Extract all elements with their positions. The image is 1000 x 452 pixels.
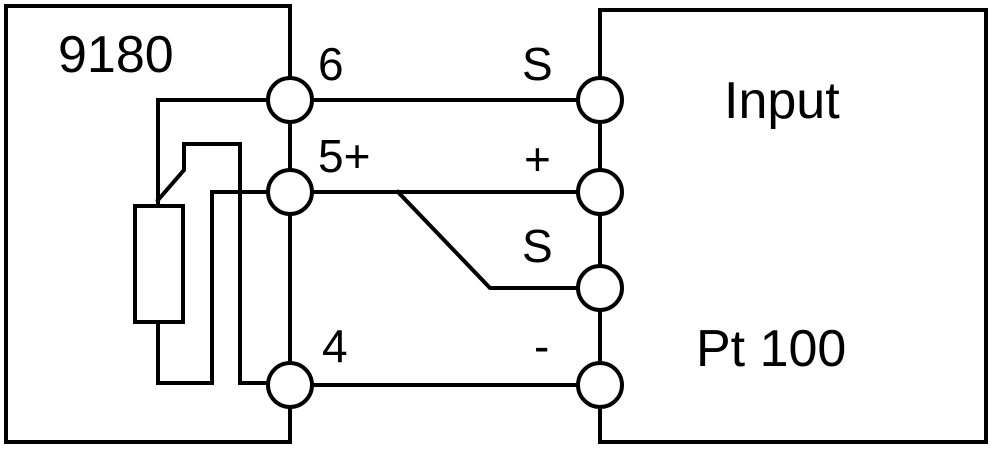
sensor-wire-top xyxy=(156,98,270,208)
device-right-title: Input xyxy=(724,72,840,130)
terminal-5-plus xyxy=(266,168,314,216)
terminal-6 xyxy=(266,76,314,124)
terminal-minus xyxy=(576,361,624,409)
device-right-subtitle: Pt 100 xyxy=(696,320,846,378)
terminal-label-minus: - xyxy=(534,320,549,372)
sensor-wire-wiper xyxy=(155,142,270,385)
sensor-wire-bottom-outer xyxy=(156,190,270,385)
terminal-label-plus: + xyxy=(524,133,551,185)
device-left-name: 9180 xyxy=(58,26,174,84)
terminal-label-4: 4 xyxy=(322,320,348,372)
terminal-4 xyxy=(266,361,314,409)
terminal-label-s-bottom: S xyxy=(522,220,553,272)
terminal-s-top xyxy=(576,76,624,124)
terminal-label-s-top: S xyxy=(522,38,553,90)
device-input-box xyxy=(598,8,988,444)
terminal-s-bottom xyxy=(576,264,624,312)
terminal-label-5-plus: 5+ xyxy=(318,130,370,182)
wire-5-to-s-bottom xyxy=(395,189,602,290)
terminal-label-6: 6 xyxy=(318,38,344,90)
terminal-plus xyxy=(576,168,624,216)
resistor-element xyxy=(133,204,185,324)
